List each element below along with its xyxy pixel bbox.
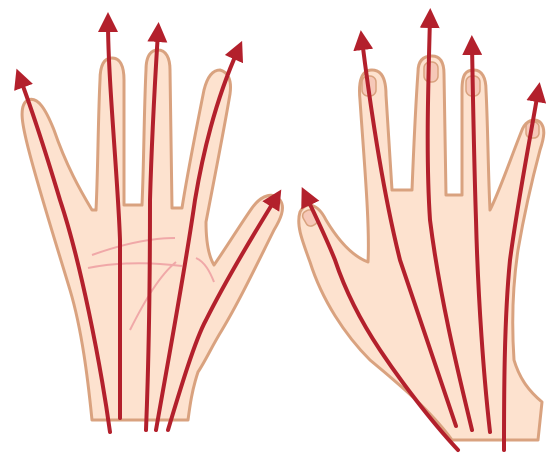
right-hand xyxy=(299,56,544,440)
nail-middle xyxy=(424,62,438,82)
right-hand-outline xyxy=(299,56,544,440)
